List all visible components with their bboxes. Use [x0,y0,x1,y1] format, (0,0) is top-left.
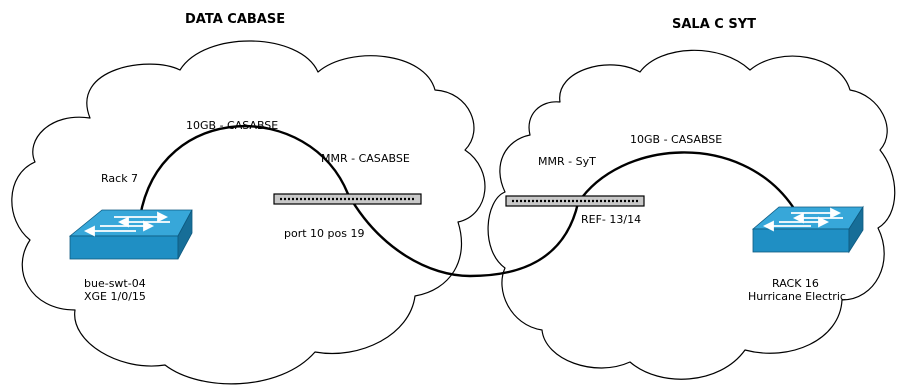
patch-panel-right [505,195,645,207]
label-mmr-right: MMR - SyT [538,155,596,168]
site-title-right: SALA C SYT [672,17,756,32]
label-switch-left-name: bue-swt-04 [84,277,146,290]
site-title-left: DATA CABASE [185,12,285,27]
label-switch-right-owner: Hurricane Electric [748,290,846,303]
network-switch-right-icon [751,205,864,254]
switch-left-side [177,209,193,260]
network-switch-left-icon [68,209,193,260]
label-ref-right: REF- 13/14 [581,213,641,226]
label-left-link: 10GB - CASABSE [186,119,278,132]
switch-right-front [752,228,850,253]
switch-left-front [69,235,179,260]
label-port-left: port 10 pos 19 [284,227,364,240]
cloud-left [11,40,486,385]
cable-cross-connect [346,192,580,278]
cloud-right [487,49,896,380]
label-switch-left-port: XGE 1/0/15 [84,290,146,303]
cable-left-switch-to-panel [138,125,350,219]
cable-right-panel-to-switch [576,151,795,209]
patch-panel-left [273,193,422,205]
label-right-link: 10GB - CASABSE [630,133,722,146]
label-mmr-left: MMR - CASABSE [321,152,410,165]
label-rack-left: Rack 7 [101,172,138,185]
label-switch-right-rack: RACK 16 [772,277,819,290]
switch-right-side [848,205,864,254]
